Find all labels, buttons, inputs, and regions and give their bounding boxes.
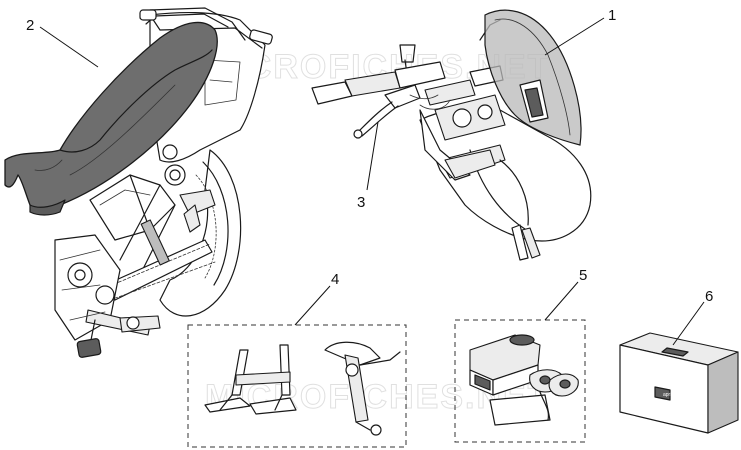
callout-3: 3 [357, 194, 365, 211]
front-end-assembly [311, 9, 592, 261]
alarm-kit-part [469, 334, 579, 426]
box-logo-text: aprilia [663, 392, 677, 398]
motorcycle-rear-assembly [54, 7, 273, 358]
stands-group-box [187, 324, 407, 448]
seat-part [4, 21, 218, 216]
alarm-kit-group-box [454, 319, 586, 443]
callout-6: 6 [705, 288, 713, 305]
leader-lines [39, 17, 705, 346]
callout-1: 1 [608, 7, 616, 24]
windscreen [484, 9, 582, 146]
callout-5: 5 [579, 267, 587, 284]
side-stand-part [324, 341, 401, 436]
callout-4: 4 [331, 271, 339, 288]
accessory-box-part [619, 332, 739, 434]
callout-2: 2 [26, 17, 34, 34]
center-stand-part [204, 344, 297, 415]
